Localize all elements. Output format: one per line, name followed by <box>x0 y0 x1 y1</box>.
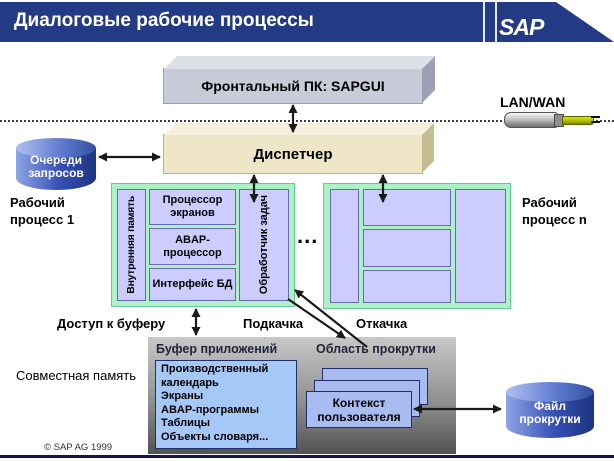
user-context-label: Контекст пользователя <box>317 395 401 424</box>
task-handler-label: Обработчик задач <box>257 195 270 295</box>
buffer-item: Экраны <box>161 390 204 402</box>
user-context-card: Контекст пользователя <box>306 391 412 428</box>
app-buffer-heading: Буфер приложений <box>156 342 278 356</box>
cable-prong <box>591 116 600 118</box>
frontend-pc-label: Фронтальный ПК: SAPGUI <box>201 78 385 94</box>
roll-file-label: Файл прокрутки <box>519 399 581 426</box>
bottom-rule <box>0 455 614 458</box>
abap-processor-label: ABAP-процессор <box>163 233 222 259</box>
header-divider-line <box>495 2 497 42</box>
screen-processor-label: Процессор экранов <box>162 194 223 219</box>
buffer-item: Производственный календарь <box>161 363 269 389</box>
buffer-item: ABAP-программы <box>161 403 260 416</box>
roll-out-label: Откачка <box>356 316 408 331</box>
cylinder-top <box>506 382 594 402</box>
request-queues-cylinder: Очереди запросов <box>16 138 96 190</box>
db-interface-label: Интерфейс БД <box>152 278 233 290</box>
network-dotted-line <box>0 120 614 122</box>
cable-prong <box>591 121 600 123</box>
sap-logo: SAP <box>499 14 544 40</box>
copyright: © SAP AG 1999 <box>44 442 113 453</box>
internal-memory-bar: Внутренняя память <box>117 189 146 301</box>
logo-wedge <box>556 2 614 42</box>
cable-tube <box>504 112 558 128</box>
roll-area-heading: Область прокрутки <box>316 342 436 356</box>
shared-memory-panel: Буфер приложений Область прокрутки Произ… <box>148 337 456 454</box>
cable-wire <box>562 116 594 125</box>
frontend-pc-box: Фронтальный ПК: SAPGUI <box>163 68 423 104</box>
buffer-item: Таблицы <box>161 417 210 429</box>
page-title: Диалоговые рабочие процессы <box>14 10 314 31</box>
work-process-n-label: Рабочий процесс n <box>522 195 587 227</box>
component-box-empty <box>363 189 451 226</box>
task-handler-bar: Обработчик задач <box>239 189 289 301</box>
task-handler-bar-empty <box>455 189 506 303</box>
work-process-n-box <box>323 183 511 309</box>
dispatcher-label: Диспетчер <box>253 145 333 163</box>
buffer-contents-list: Производственный календарь Экраны ABAP-п… <box>155 360 297 449</box>
shared-memory-label: Совместная память <box>16 368 137 383</box>
db-interface-box: Интерфейс БД <box>149 268 236 301</box>
work-process-1-box: Внутренняя память Процессор экранов ABAP… <box>111 183 295 307</box>
memory-bar-empty <box>330 189 359 303</box>
dispatcher-box: Диспетчер <box>163 134 423 174</box>
buffer-item: Объекты словаря... <box>161 430 269 443</box>
cylinder-top <box>16 138 96 158</box>
component-box-empty <box>363 270 451 303</box>
work-process-1-label: Рабочий процесс 1 <box>10 195 75 227</box>
screen-processor-box: Процессор экранов <box>149 189 236 225</box>
buffer-access-label: Доступ к буферу <box>57 316 166 331</box>
roll-file-cylinder: Файл прокрутки <box>506 382 594 438</box>
ellipsis: ... <box>297 223 319 248</box>
abap-processor-box: ABAP-процессор <box>149 228 236 265</box>
component-box-empty <box>363 229 451 267</box>
header-divider-line <box>483 2 485 42</box>
header-bar: Диалоговые рабочие процессы SAP <box>0 2 614 42</box>
roll-in-label: Подкачка <box>243 316 304 331</box>
internal-memory-label: Внутренняя память <box>125 196 137 294</box>
request-queues-label: Очереди запросов <box>28 153 84 180</box>
network-cable-icon <box>504 110 600 130</box>
lan-wan-label: LAN/WAN <box>500 94 566 110</box>
